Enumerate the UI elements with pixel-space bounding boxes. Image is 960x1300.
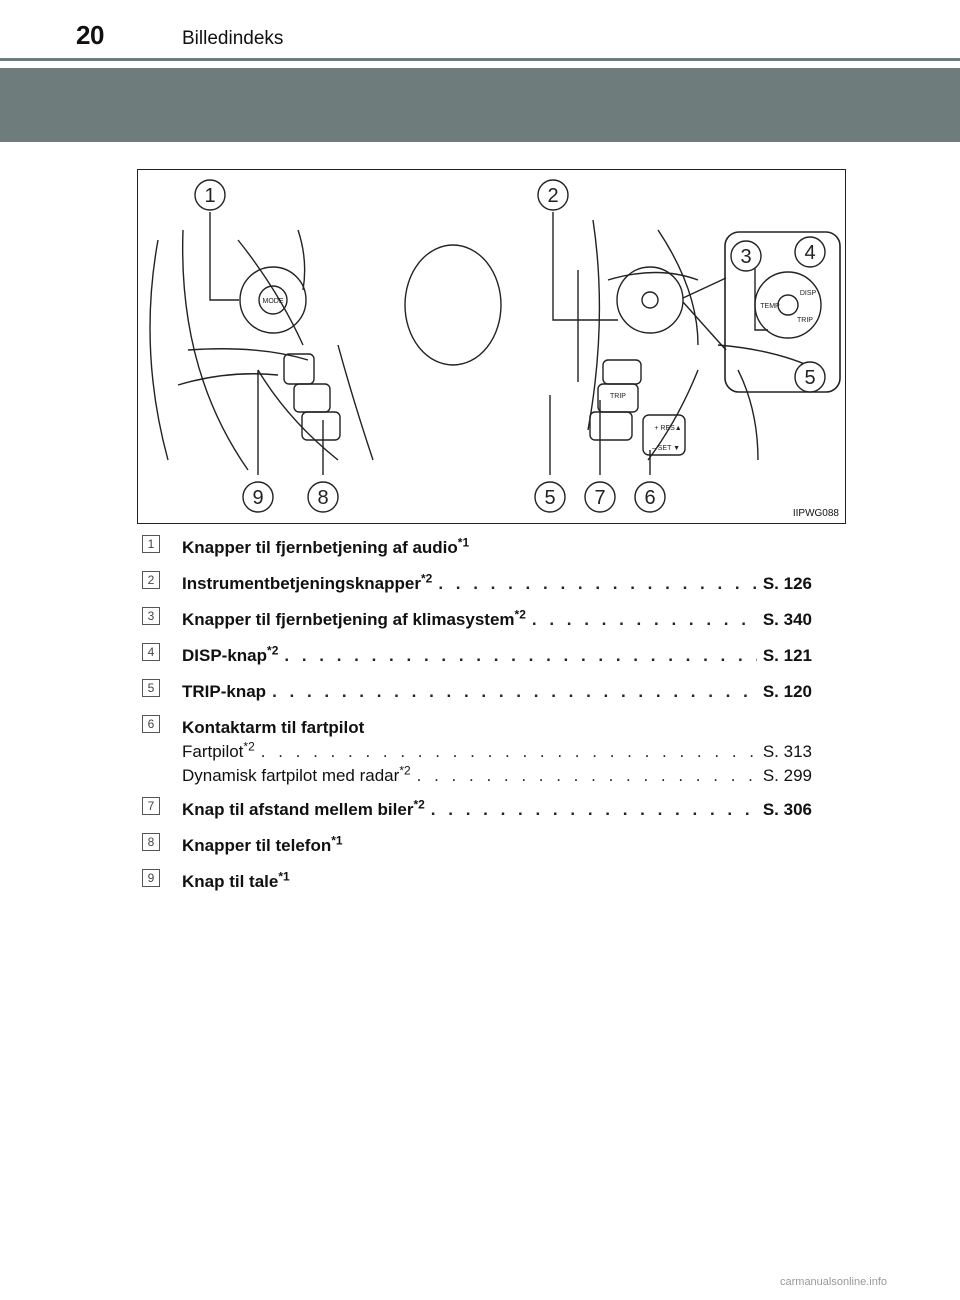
entry-page-ref: S. 306 bbox=[762, 800, 812, 819]
entry-footnote: *1 bbox=[457, 535, 470, 550]
callout-7: 7 bbox=[594, 487, 605, 509]
entry-label: TRIP-knap bbox=[182, 682, 267, 701]
entry-label: Kontaktarm til fartpilot bbox=[182, 718, 365, 737]
callout-circle bbox=[194, 179, 226, 211]
entry-label: Knapper til fjernbetjening af klimasyste… bbox=[182, 610, 515, 629]
entry-page-ref: S. 126 bbox=[762, 574, 812, 593]
entry-footnote: *2 bbox=[413, 797, 425, 812]
entry-number: 6 bbox=[142, 715, 160, 733]
entry-label: Knapper til telefon bbox=[182, 836, 332, 855]
entry-number: 8 bbox=[142, 833, 160, 851]
entry-footnote: *1 bbox=[331, 833, 343, 848]
talk-button-shape bbox=[283, 353, 315, 385]
entry-label: Instrumentbetjeningsknapper bbox=[182, 574, 421, 593]
callout-2: 2 bbox=[547, 185, 558, 207]
instrument-control-pad bbox=[616, 266, 684, 334]
callout-5-inset: 5 bbox=[804, 367, 815, 389]
sub-entry-label: Dynamisk fartpilot med radar bbox=[182, 766, 400, 785]
entry-label: Knap til tale bbox=[182, 872, 279, 891]
sub-entry-footnote: *2 bbox=[243, 739, 255, 754]
callout-9: 9 bbox=[252, 487, 263, 509]
sub-entry-page-ref: S. 313 bbox=[762, 742, 812, 761]
entry-number: 9 bbox=[142, 869, 160, 887]
wheel-hub bbox=[404, 244, 502, 366]
entry-number: 3 bbox=[142, 607, 160, 625]
page-number: 20 bbox=[76, 20, 104, 50]
entry-footnote: *2 bbox=[267, 643, 279, 658]
entry-label: Knap til afstand mellem biler bbox=[182, 800, 414, 819]
entry-page-ref: S. 121 bbox=[762, 646, 812, 665]
steering-wheel-figure: 1 2 3 4 5 9 8 5 7 6 MODE DISP TEMP TRIP … bbox=[137, 169, 846, 524]
entry-footnote: *1 bbox=[278, 869, 290, 884]
header-rule bbox=[0, 58, 960, 61]
callout-4: 4 bbox=[804, 242, 815, 264]
footer-watermark: carmanualsonline.info bbox=[780, 1276, 888, 1288]
callout-6: 6 bbox=[644, 487, 655, 509]
entry-label: Knapper til fjernbetjening af audio bbox=[182, 538, 458, 557]
entry-number: 5 bbox=[142, 679, 160, 697]
steering-wheel-illustration: 1 2 3 4 5 9 8 5 7 6 MODE DISP TEMP TRIP … bbox=[149, 179, 841, 513]
set-label: – SET ▼ bbox=[652, 445, 680, 452]
res-label: + RES▲ bbox=[654, 425, 681, 432]
callout-3: 3 bbox=[740, 246, 751, 268]
mode-label: MODE bbox=[263, 298, 284, 305]
disp-label: DISP bbox=[800, 290, 817, 297]
cruise-lever-shape bbox=[642, 414, 686, 456]
entry-footnote: *2 bbox=[514, 607, 526, 622]
entry-page-ref: S. 120 bbox=[762, 682, 812, 701]
header-band bbox=[0, 68, 960, 142]
entry-number: 4 bbox=[142, 643, 160, 661]
trip-label: TRIP bbox=[610, 393, 626, 400]
entry-footnote: *2 bbox=[420, 571, 433, 586]
callout-5: 5 bbox=[544, 487, 555, 509]
entry-page-ref: S. 340 bbox=[762, 610, 812, 629]
callout-1: 1 bbox=[204, 185, 215, 207]
callout-8: 8 bbox=[317, 487, 328, 509]
entry-number: 7 bbox=[142, 797, 160, 815]
entry-number: 1 bbox=[142, 535, 160, 553]
entry-number: 2 bbox=[142, 571, 160, 589]
figure-id: IIPWG088 bbox=[792, 508, 839, 519]
audio-control-pad bbox=[239, 266, 307, 334]
sub-entry-footnote: *2 bbox=[399, 763, 411, 778]
trip-label-inset: TRIP bbox=[797, 317, 813, 324]
zoom-inset bbox=[724, 231, 841, 393]
temp-label: TEMP bbox=[760, 303, 780, 310]
sub-entry-label: Fartpilot bbox=[182, 742, 244, 761]
left-wheel-rim bbox=[149, 239, 169, 461]
entry-label: DISP-knap bbox=[182, 646, 268, 665]
sub-entry-page-ref: S. 299 bbox=[762, 766, 812, 785]
page-title: Billedindeks bbox=[182, 28, 284, 49]
